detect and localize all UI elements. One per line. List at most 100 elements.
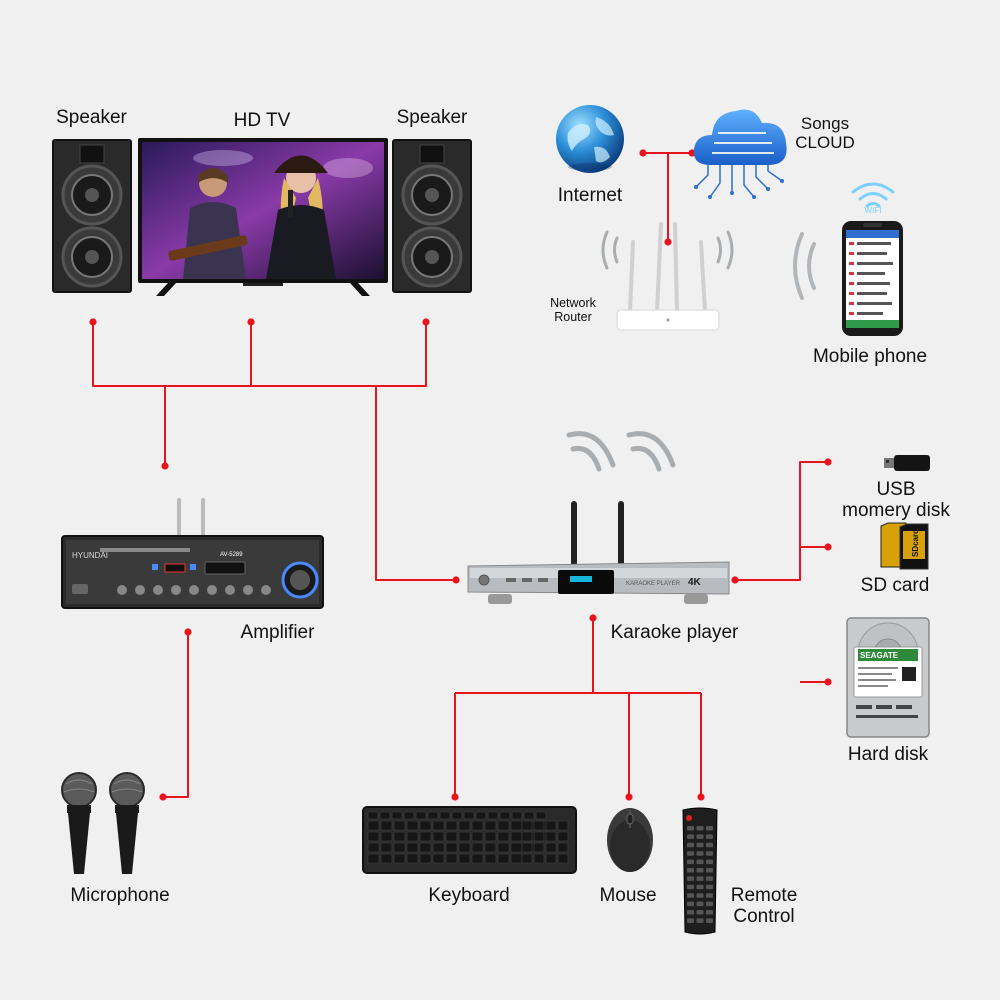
- microphone-label: Microphone: [70, 885, 170, 906]
- keyboard-key: [458, 820, 471, 831]
- keyboard-key: [458, 842, 471, 853]
- microphone-image: [61, 772, 145, 874]
- keyboard-key: [415, 811, 427, 820]
- speaker-right-label: Speaker: [396, 107, 468, 128]
- wire-microphone: [163, 632, 189, 798]
- wire-paths: [92, 152, 828, 798]
- remote-button: [706, 826, 713, 831]
- remote-control-line1: Remote: [730, 885, 798, 906]
- keyboard-key: [511, 811, 523, 820]
- keyboard-key: [497, 831, 510, 842]
- globe-icon: [556, 105, 624, 173]
- keyboard-key: [432, 820, 445, 831]
- player-brand: KARAOKE PLAYER: [626, 581, 681, 587]
- cloud-icon: [693, 109, 787, 199]
- keyboard-key: [533, 842, 545, 853]
- mouse-label: Mouse: [599, 885, 657, 906]
- remote-button: [696, 884, 704, 890]
- amplifier-brand: HYUNDAI: [72, 551, 108, 560]
- player-4k: 4K: [688, 577, 702, 588]
- sd-card-image: SDcard: [880, 522, 929, 570]
- mouse-image: [607, 808, 653, 872]
- remote-button: [696, 868, 704, 873]
- keyboard-key: [545, 820, 557, 831]
- keyboard-key: [458, 831, 471, 842]
- remote-button: [696, 859, 704, 865]
- wire-peripherals: [454, 618, 702, 797]
- keyboard-key: [523, 811, 535, 820]
- keyboard-key: [497, 842, 510, 853]
- keyboard-key: [445, 853, 458, 864]
- keyboard-key: [367, 831, 380, 842]
- keyboard-key: [379, 811, 391, 820]
- remote-button: [687, 901, 694, 907]
- wire-dot: [422, 318, 430, 326]
- speaker-right-image: [392, 139, 472, 293]
- remote-button: [687, 851, 694, 856]
- remote-button: [696, 910, 704, 915]
- keyboard-key: [463, 811, 475, 820]
- remote-button: [687, 834, 694, 839]
- keyboard-key: [367, 842, 380, 853]
- remote-button: [687, 826, 694, 831]
- keyboard-key: [499, 811, 511, 820]
- keyboard-key: [419, 820, 432, 831]
- remote-button: [706, 842, 713, 848]
- remote-button: [706, 834, 713, 839]
- keyboard-key: [367, 811, 379, 820]
- wifi-icon: [851, 182, 895, 208]
- remote-button: [706, 910, 713, 915]
- remote-control-line2: Control: [733, 906, 795, 927]
- remote-control-label: Remote Control: [722, 885, 806, 927]
- keyboard-key: [471, 853, 484, 864]
- wire-dot: [824, 543, 832, 551]
- keyboard-key: [419, 853, 432, 864]
- keyboard-key: [406, 853, 419, 864]
- keyboard-key: [393, 842, 406, 853]
- keyboard-key: [497, 853, 510, 864]
- keyboard-key: [471, 820, 484, 831]
- wire-dot: [731, 576, 739, 584]
- mobile-phone-image: [842, 221, 903, 336]
- keyboard-key: [471, 842, 484, 853]
- keyboard-key: [521, 831, 533, 842]
- keyboard-key: [393, 831, 406, 842]
- keyboard-key: [380, 820, 393, 831]
- keyboard-key: [521, 842, 533, 853]
- keyboard-key: [484, 853, 497, 864]
- router-wifi-icon: [601, 230, 734, 270]
- network-router-line1: Network: [550, 296, 596, 310]
- keyboard-key: [391, 811, 403, 820]
- remote-button: [696, 851, 704, 856]
- wire-dot: [184, 628, 192, 636]
- keyboard-key: [521, 820, 533, 831]
- wire-dot: [161, 462, 169, 470]
- songs-cloud-label: Songs CLOUD: [780, 114, 870, 152]
- remote-button: [687, 868, 694, 873]
- keyboard-key: [367, 853, 380, 864]
- remote-button: [687, 842, 694, 848]
- keyboard-key: [510, 820, 523, 831]
- keyboard-key: [406, 831, 419, 842]
- usb-disk-line1: USB: [876, 479, 916, 500]
- keyboard-key: [403, 811, 415, 820]
- keyboard-key: [487, 811, 499, 820]
- keyboard-key: [458, 853, 471, 864]
- keyboard-key: [545, 853, 557, 864]
- phone-signal-icon: [793, 232, 816, 300]
- keyboard-image: [362, 806, 577, 874]
- keyboard-key: [380, 853, 393, 864]
- wire-network: [643, 152, 692, 242]
- remote-button: [696, 893, 704, 898]
- keyboard-key: [471, 831, 484, 842]
- keyboard-key: [533, 820, 545, 831]
- mobile-phone-label: Mobile phone: [812, 346, 928, 367]
- wire-av-bus: [92, 322, 456, 581]
- remote-button: [696, 842, 704, 848]
- keyboard-key: [393, 820, 406, 831]
- remote-button: [687, 918, 694, 923]
- remote-control-image: [682, 807, 718, 935]
- network-router-label: Network Router: [540, 296, 606, 324]
- usb-disk-label: USB momery disk: [838, 479, 954, 521]
